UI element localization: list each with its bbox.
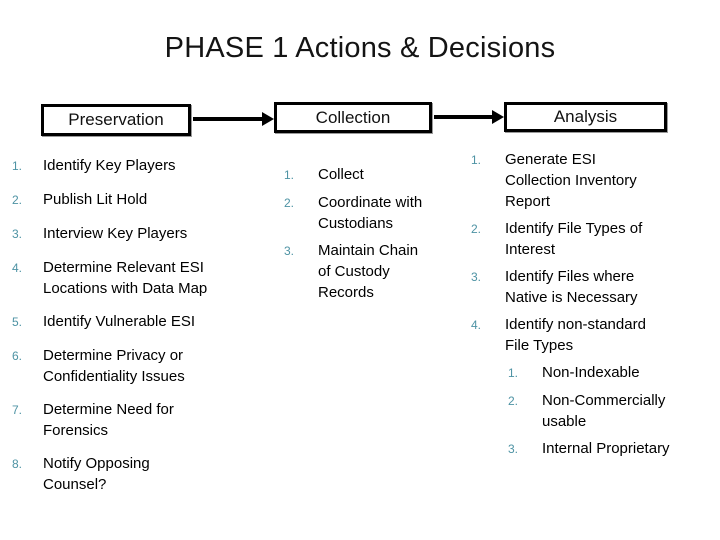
item-text: Generate ESI Collection Inventory Report xyxy=(505,151,637,210)
flow-box-collection: Collection xyxy=(274,102,432,133)
item-number: 1. xyxy=(12,159,23,173)
item-number: 1. xyxy=(284,168,295,182)
item-number: 1. xyxy=(471,153,482,167)
item-text: Coordinate with Custodians xyxy=(318,194,423,232)
analysis-sublist: 1. Non-Indexable 2. Non-Commercially usa… xyxy=(508,362,670,466)
list-item: 3. Maintain Chain of Custody Records xyxy=(284,240,449,303)
list-item: 3. Identify Files where Native is Necess… xyxy=(471,266,706,308)
arrow-shaft xyxy=(434,115,495,119)
list-item: 4. Identify non-standard File Types 1. N… xyxy=(471,314,706,466)
item-text: Notify Opposing Counsel? xyxy=(43,455,150,493)
flow-arrow-icon xyxy=(434,110,504,124)
item-number: 8. xyxy=(12,457,23,471)
list-item: 5. Identify Vulnerable ESI xyxy=(12,311,252,333)
sublist-item: 2. Non-Commercially usable xyxy=(508,390,670,432)
collection-list: 1. Collect 2. Coordinate with Custodians… xyxy=(284,164,449,309)
list-item: 8. Notify Opposing Counsel? xyxy=(12,453,252,495)
list-item: 2. Identify File Types of Interest xyxy=(471,218,706,260)
item-number: 2. xyxy=(471,222,482,236)
item-number: 3. xyxy=(471,270,482,284)
item-number: 3. xyxy=(12,227,23,241)
item-text: Maintain Chain of Custody Records xyxy=(318,242,419,301)
sublist-item: 3. Internal Proprietary xyxy=(508,438,670,460)
list-item: 3. Interview Key Players xyxy=(12,223,252,245)
item-text: Identify File Types of Interest xyxy=(505,220,643,258)
list-item: 4. Determine Relevant ESI Locations with… xyxy=(12,257,252,299)
item-text: Identify Files where Native is Necessary xyxy=(505,268,638,306)
list-item: 1. Identify Key Players xyxy=(12,155,252,177)
item-text: Identify Vulnerable ESI xyxy=(43,313,196,330)
item-number: 3. xyxy=(508,442,519,456)
item-text-wrap: Identify non-standard File Types 1. Non-… xyxy=(505,314,670,466)
list-item: 2. Coordinate with Custodians xyxy=(284,192,449,234)
list-item: 6. Determine Privacy or Confidentiality … xyxy=(12,345,252,387)
preservation-list: 1. Identify Key Players 2. Publish Lit H… xyxy=(12,155,252,507)
flow-box-preservation: Preservation xyxy=(41,104,191,136)
list-item: 1. Collect xyxy=(284,164,449,186)
sublist-item: 1. Non-Indexable xyxy=(508,362,670,384)
item-text: Non-Indexable xyxy=(542,364,640,381)
item-number: 5. xyxy=(12,315,23,329)
item-text: Determine Privacy or Confidentiality Iss… xyxy=(43,347,185,385)
list-item: 2. Publish Lit Hold xyxy=(12,189,252,211)
item-text: Non-Commercially usable xyxy=(542,392,666,430)
page-title: PHASE 1 Actions & Decisions xyxy=(164,32,556,64)
list-item: 1. Generate ESI Collection Inventory Rep… xyxy=(471,149,706,212)
arrow-head-icon xyxy=(262,112,274,126)
item-text: Publish Lit Hold xyxy=(43,191,148,208)
item-number: 2. xyxy=(508,394,519,408)
flow-box-analysis: Analysis xyxy=(504,102,667,132)
item-number: 7. xyxy=(12,403,23,417)
item-text: Determine Relevant ESI Locations with Da… xyxy=(43,259,208,297)
item-number: 4. xyxy=(12,261,23,275)
item-number: 2. xyxy=(12,193,23,207)
item-text: Collect xyxy=(318,166,364,183)
item-text: Internal Proprietary xyxy=(542,440,670,457)
item-number: 6. xyxy=(12,349,23,363)
item-number: 2. xyxy=(284,196,295,210)
item-text: Identify Key Players xyxy=(43,157,176,174)
list-item: 7. Determine Need for Forensics xyxy=(12,399,252,441)
analysis-list: 1. Generate ESI Collection Inventory Rep… xyxy=(471,149,706,472)
item-text: Interview Key Players xyxy=(43,225,188,242)
item-number: 4. xyxy=(471,318,482,332)
item-number: 1. xyxy=(508,366,519,380)
arrow-head-icon xyxy=(492,110,504,124)
item-number: 3. xyxy=(284,244,295,258)
arrow-shaft xyxy=(193,117,265,121)
item-text: Determine Need for Forensics xyxy=(43,401,174,439)
item-text: Identify non-standard File Types xyxy=(505,316,646,354)
flow-arrow-icon xyxy=(193,112,274,126)
